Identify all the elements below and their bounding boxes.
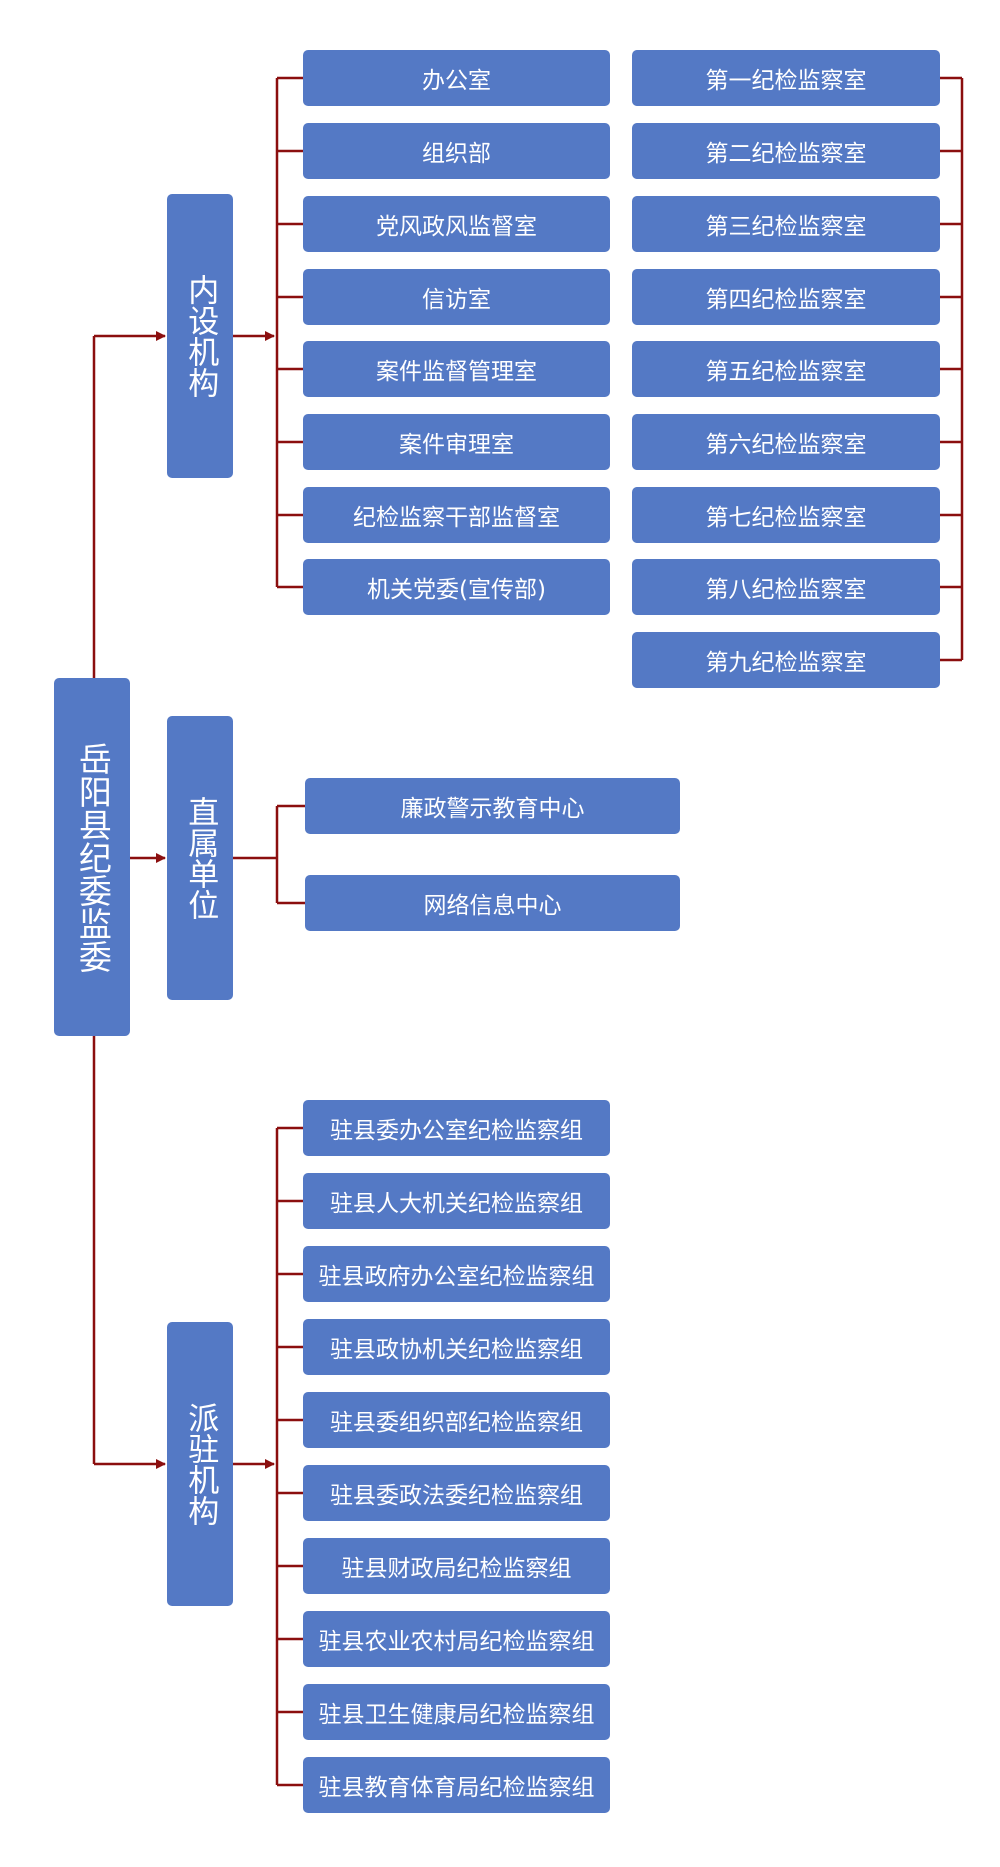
internal-left-item: 案件审理室 xyxy=(303,414,610,470)
dispatched-item: 驻县财政局纪检监察组 xyxy=(303,1538,610,1594)
dispatched-item: 驻县卫生健康局纪检监察组 xyxy=(303,1684,610,1740)
direct-item: 廉政警示教育中心 xyxy=(305,778,680,834)
internal-right-item: 第六纪检监察室 xyxy=(632,414,940,470)
dispatched-item: 驻县委组织部纪检监察组 xyxy=(303,1392,610,1448)
internal-right-item: 第七纪检监察室 xyxy=(632,487,940,543)
category-internal-node: 内设机构 xyxy=(167,194,233,478)
internal-left-item: 办公室 xyxy=(303,50,610,106)
internal-right-item: 第一纪检监察室 xyxy=(632,50,940,106)
category-direct-node: 直属单位 xyxy=(167,716,233,1000)
internal-left-item: 党风政风监督室 xyxy=(303,196,610,252)
root-node: 岳阳县纪委监委 xyxy=(54,678,130,1036)
dispatched-item: 驻县人大机关纪检监察组 xyxy=(303,1173,610,1229)
internal-left-item: 机关党委(宣传部) xyxy=(303,559,610,615)
internal-left-item: 纪检监察干部监督室 xyxy=(303,487,610,543)
internal-right-item: 第二纪检监察室 xyxy=(632,123,940,179)
dispatched-item: 驻县委政法委纪检监察组 xyxy=(303,1465,610,1521)
internal-right-item: 第八纪检监察室 xyxy=(632,559,940,615)
dispatched-item: 驻县政府办公室纪检监察组 xyxy=(303,1246,610,1302)
internal-right-item: 第四纪检监察室 xyxy=(632,269,940,325)
category-dispatched-node: 派驻机构 xyxy=(167,1322,233,1606)
dispatched-item: 驻县政协机关纪检监察组 xyxy=(303,1319,610,1375)
internal-right-item: 第九纪检监察室 xyxy=(632,632,940,688)
internal-left-item: 案件监督管理室 xyxy=(303,341,610,397)
dispatched-item: 驻县农业农村局纪检监察组 xyxy=(303,1611,610,1667)
dispatched-item: 驻县委办公室纪检监察组 xyxy=(303,1100,610,1156)
internal-right-item: 第三纪检监察室 xyxy=(632,196,940,252)
internal-left-item: 组织部 xyxy=(303,123,610,179)
dispatched-item: 驻县教育体育局纪检监察组 xyxy=(303,1757,610,1813)
direct-item: 网络信息中心 xyxy=(305,875,680,931)
internal-right-item: 第五纪检监察室 xyxy=(632,341,940,397)
internal-left-item: 信访室 xyxy=(303,269,610,325)
